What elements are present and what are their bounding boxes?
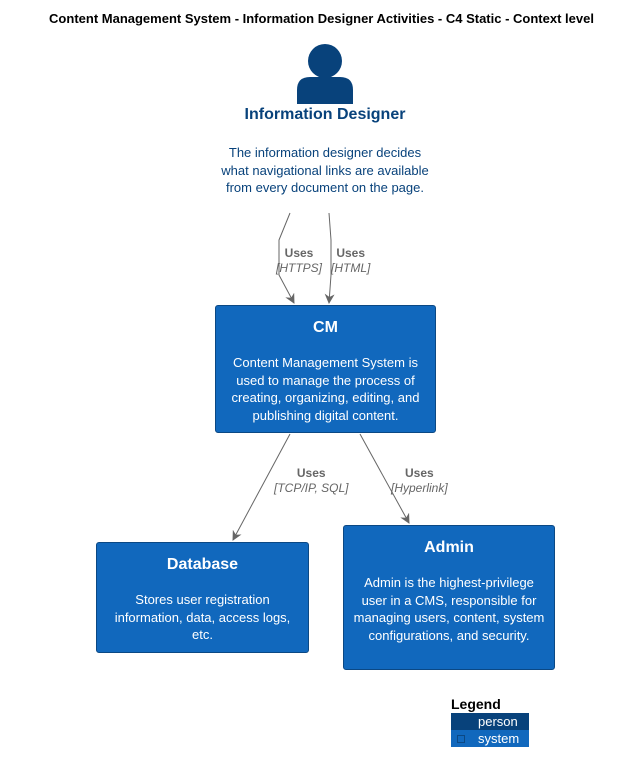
system-database[interactable]: Database Stores user registration inform… <box>96 542 309 653</box>
relation-label: Uses <box>336 246 366 260</box>
edge-label-hyperlink: Uses [Hyperlink] <box>391 466 448 496</box>
edge-designer-cm-html <box>324 212 335 304</box>
edge-label-tcpip-sql: Uses [TCP/IP, SQL] <box>274 466 348 496</box>
relation-label: Uses <box>296 466 326 480</box>
relation-technology: [HTTPS] <box>276 261 323 275</box>
edge-cm-admin <box>359 433 410 524</box>
legend-item-person: person <box>451 713 529 730</box>
relation-technology: [TCP/IP, SQL] <box>274 481 349 495</box>
legend-label: person <box>478 714 518 729</box>
relation-label: Uses <box>284 246 314 260</box>
legend-title: Legend <box>451 696 501 712</box>
diagram-title: Content Management System - Information … <box>49 11 594 26</box>
edge-label-https: Uses [HTTPS] <box>276 246 322 276</box>
system-description: Admin is the highest-privilege user in a… <box>353 575 545 643</box>
legend-swatch <box>457 735 465 743</box>
edge-cm-database <box>232 433 291 541</box>
system-name: Admin <box>424 539 474 556</box>
legend-swatch <box>457 718 465 726</box>
system-admin[interactable]: Admin Admin is the highest-privilege use… <box>343 525 555 670</box>
person-name: Information Designer <box>244 106 406 123</box>
edge-designer-cm-https <box>278 212 295 304</box>
person-icon <box>297 44 353 104</box>
system-description: Stores user registration information, da… <box>114 592 291 643</box>
legend-label: system <box>478 731 520 746</box>
relation-technology: [Hyperlink] <box>391 481 448 495</box>
legend: Legend person system <box>451 696 529 747</box>
person-description: The information designer decides what na… <box>221 145 429 196</box>
system-name: Database <box>166 556 239 573</box>
relation-label: Uses <box>405 466 434 480</box>
system-name: CM <box>313 319 338 336</box>
legend-item-system: system <box>451 730 529 747</box>
edge-label-html: Uses [HTML] <box>331 246 370 276</box>
system-description: Content Management System is used to man… <box>231 355 420 423</box>
relation-technology: [HTML] <box>331 261 371 275</box>
system-cm[interactable]: CM Content Management System is used to … <box>215 305 436 433</box>
